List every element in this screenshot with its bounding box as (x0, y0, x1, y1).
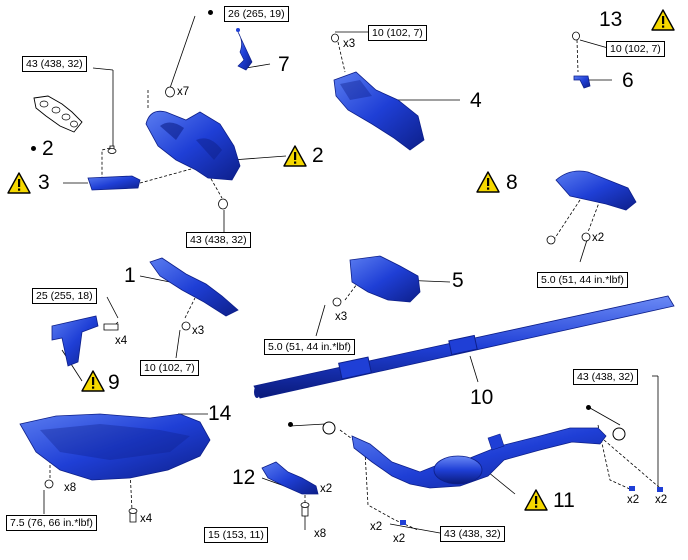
torque-label: 43 (438, 32) (440, 526, 505, 542)
quantity-label: x4 (140, 513, 153, 525)
part-9-bracket (51, 315, 119, 367)
part-number-8: 8 (506, 171, 518, 194)
quantity-label: x2 (592, 232, 605, 244)
part-number-11: 11 (553, 489, 575, 512)
torque-label: 43 (438, 32) (22, 56, 87, 72)
part-number-3: 3 (38, 171, 50, 194)
part-6-bracket (572, 31, 591, 89)
part-12-bracket (261, 461, 319, 517)
part-number-6: 6 (622, 69, 634, 92)
part-number-9: 9 (108, 371, 120, 394)
torque-label: 43 (438, 32) (573, 369, 638, 385)
quantity-label: x2 (320, 483, 333, 495)
quantity-label: x4 (115, 335, 128, 347)
torque-label: 15 (153, 11) (204, 527, 268, 543)
part-number-2: 2 (312, 144, 324, 167)
part-1-heat-insulator (149, 257, 239, 331)
part-14-under-cover (19, 413, 211, 523)
leader-lines (43, 15, 659, 534)
bullet-dot-icon (288, 422, 293, 427)
bullet-dot-icon (586, 405, 591, 410)
part-10-center-exhaust-pipe (253, 295, 675, 399)
torque-label: 5.0 (51, 44 in.*lbf) (264, 339, 355, 355)
part-3-stay (87, 145, 141, 191)
part-number-5: 5 (452, 269, 464, 292)
quantity-label: x3 (343, 38, 356, 50)
part-8-heat-insulator (546, 170, 637, 245)
torque-label: 7.5 (76, 66 in.*lbf) (6, 515, 97, 531)
part-number-7: 7 (278, 53, 290, 76)
torque-label: 26 (265, 19) (224, 6, 289, 22)
torque-label: 5.0 (51, 44 in.*lbf) (537, 272, 628, 288)
quantity-label: x2 (393, 533, 406, 545)
quantity-label: x8 (64, 482, 77, 494)
part-number-2-gasket: 2 (42, 137, 54, 160)
part-number-12: 12 (232, 466, 256, 489)
quantity-label: x8 (314, 528, 327, 540)
torque-label: 10 (102, 7) (140, 360, 199, 376)
bullet-dot-icon (31, 146, 36, 151)
torque-label: 10 (102, 7) (606, 41, 665, 57)
quantity-label: x3 (335, 311, 348, 323)
part-7-sensor (236, 28, 253, 71)
part-5-heat-insulator (332, 255, 421, 307)
part-4-heat-insulator (331, 33, 425, 151)
part-number-13: 13 (599, 8, 623, 31)
quantity-label: x3 (192, 325, 205, 337)
torque-label: 25 (255, 18) (32, 288, 97, 304)
part-number-10: 10 (470, 386, 494, 409)
bullet-dot-icon (208, 10, 213, 15)
quantity-label: x2 (627, 494, 640, 506)
part-number-1: 1 (124, 264, 136, 287)
torque-label: 43 (438, 32) (186, 232, 251, 248)
part-number-14: 14 (208, 402, 232, 425)
part-2-gasket (33, 95, 83, 133)
part-number-4: 4 (470, 89, 482, 112)
part-11-front-exhaust-pipe (322, 421, 663, 525)
part-2-exhaust-manifold (145, 86, 241, 181)
quantity-label: x2 (655, 494, 668, 506)
torque-label: 10 (102, 7) (368, 25, 427, 41)
quantity-label: x2 (370, 521, 383, 533)
quantity-label: x7 (177, 86, 190, 98)
